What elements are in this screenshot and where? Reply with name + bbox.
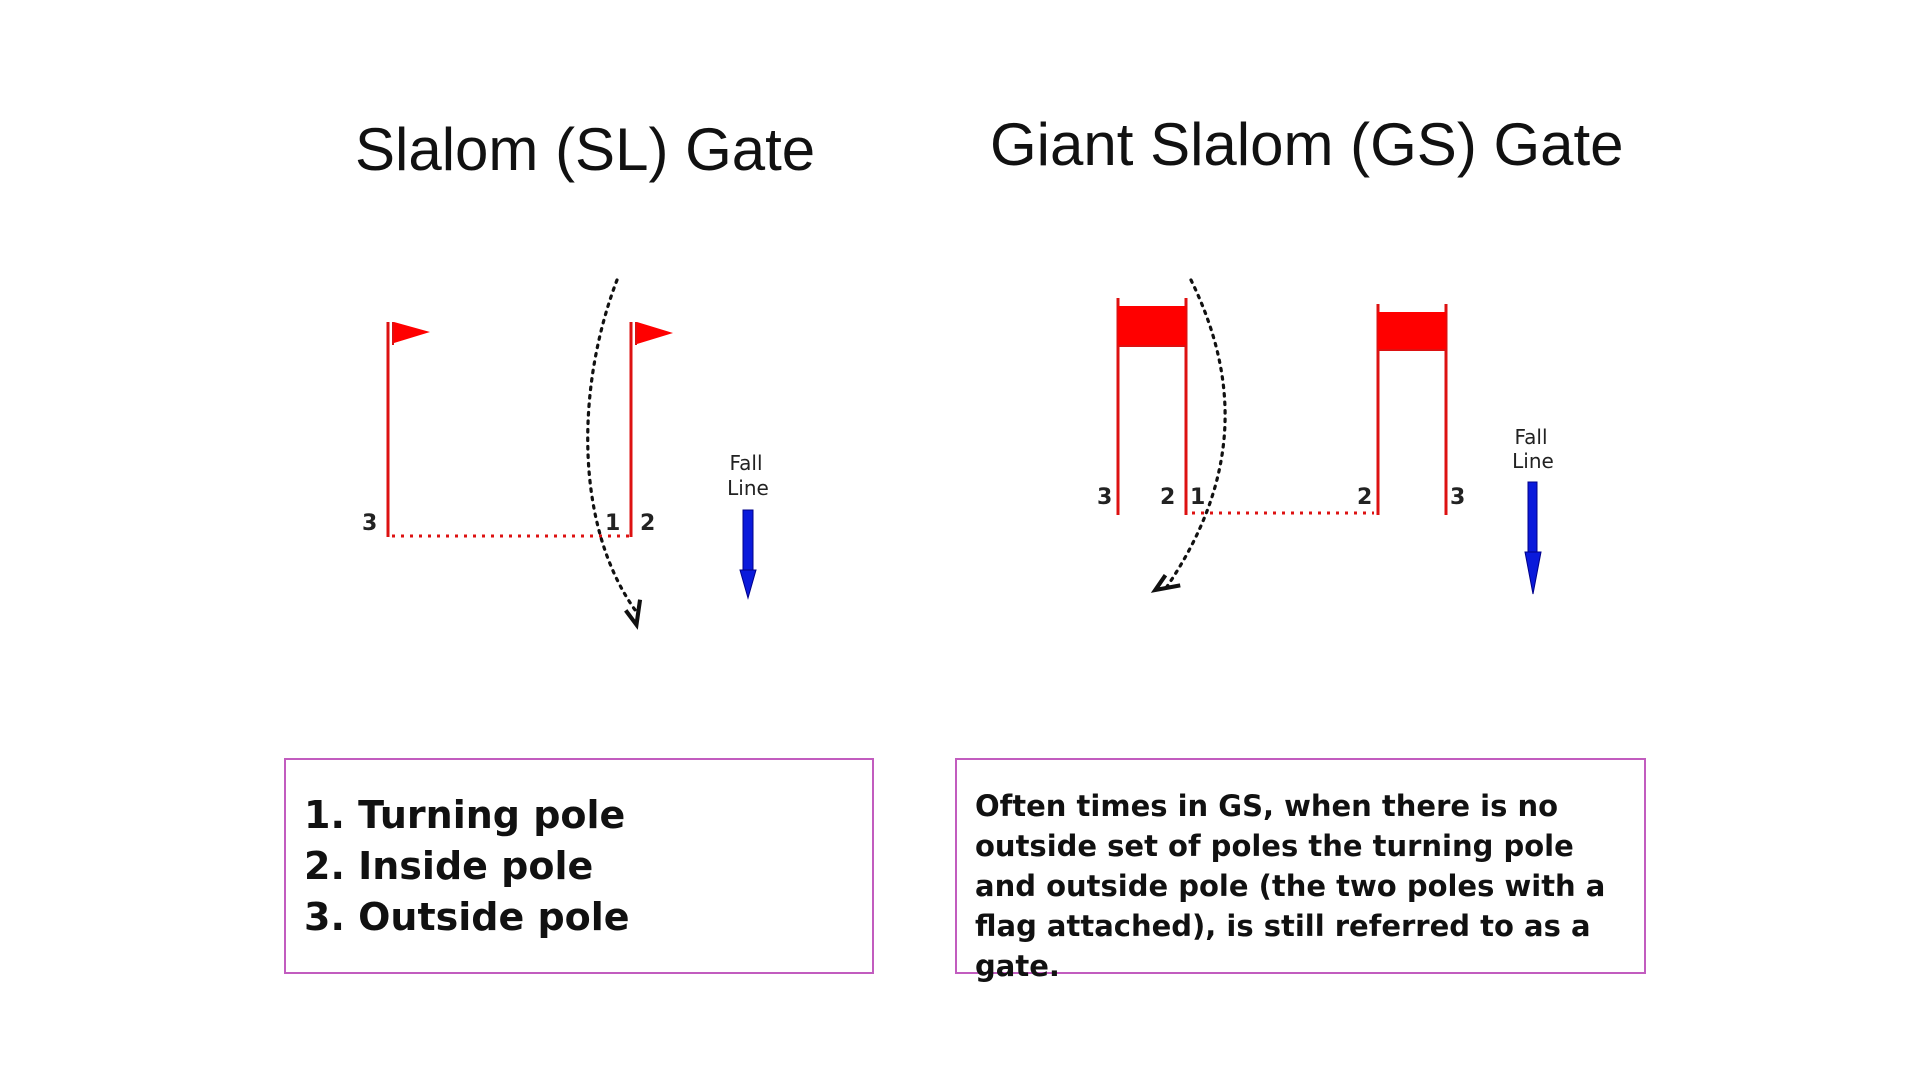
gs-note-box: Often times in GS, when there is no outs… <box>955 758 1646 983</box>
sl-turning-flag <box>637 322 673 344</box>
gs-ski-path <box>1150 278 1227 593</box>
sl-label-outside: 3 <box>362 511 377 536</box>
pole-legend-box: 1. Turning pole 2. Inside pole 3. Outsid… <box>284 758 874 974</box>
legend-item-turning-pole: 1. Turning pole <box>304 793 626 837</box>
legend-item-inside-pole: 2. Inside pole <box>304 844 594 888</box>
gs-label-left-outside: 3 <box>1097 485 1112 510</box>
legend-item-outside-pole: 3. Outside pole <box>304 895 630 939</box>
sl-outside-flag <box>394 322 430 343</box>
sl-fall-line-arrow <box>739 509 757 600</box>
giant-slalom-title: Giant Slalom (GS) Gate <box>990 111 1624 178</box>
gs-line-word: Line <box>1512 449 1554 473</box>
gs-fall-line-arrow <box>1524 481 1542 595</box>
gs-left-panel-flag <box>1118 306 1186 346</box>
gs-label-turning: 1 <box>1190 485 1205 510</box>
sl-ski-path <box>586 278 643 630</box>
gs-label-right-outside: 3 <box>1450 485 1465 510</box>
sl-label-turning: 1 <box>605 511 620 536</box>
sl-line-word: Line <box>727 476 769 500</box>
gs-right-panel-flag <box>1378 312 1446 350</box>
gs-diagram: 3 2 1 2 3 Fall Line <box>1097 278 1554 595</box>
slalom-title: Slalom (SL) Gate <box>355 116 816 183</box>
sl-fall-word: Fall <box>729 451 762 475</box>
gs-note-text: Often times in GS, when there is no outs… <box>975 789 1606 983</box>
gs-fall-word: Fall <box>1514 425 1547 449</box>
sl-label-inside: 2 <box>640 511 655 536</box>
gs-label-left-inside: 2 <box>1160 485 1175 510</box>
slalom-diagram: 3 1 2 Fall Line <box>362 278 769 630</box>
gs-label-right-inside: 2 <box>1357 485 1372 510</box>
